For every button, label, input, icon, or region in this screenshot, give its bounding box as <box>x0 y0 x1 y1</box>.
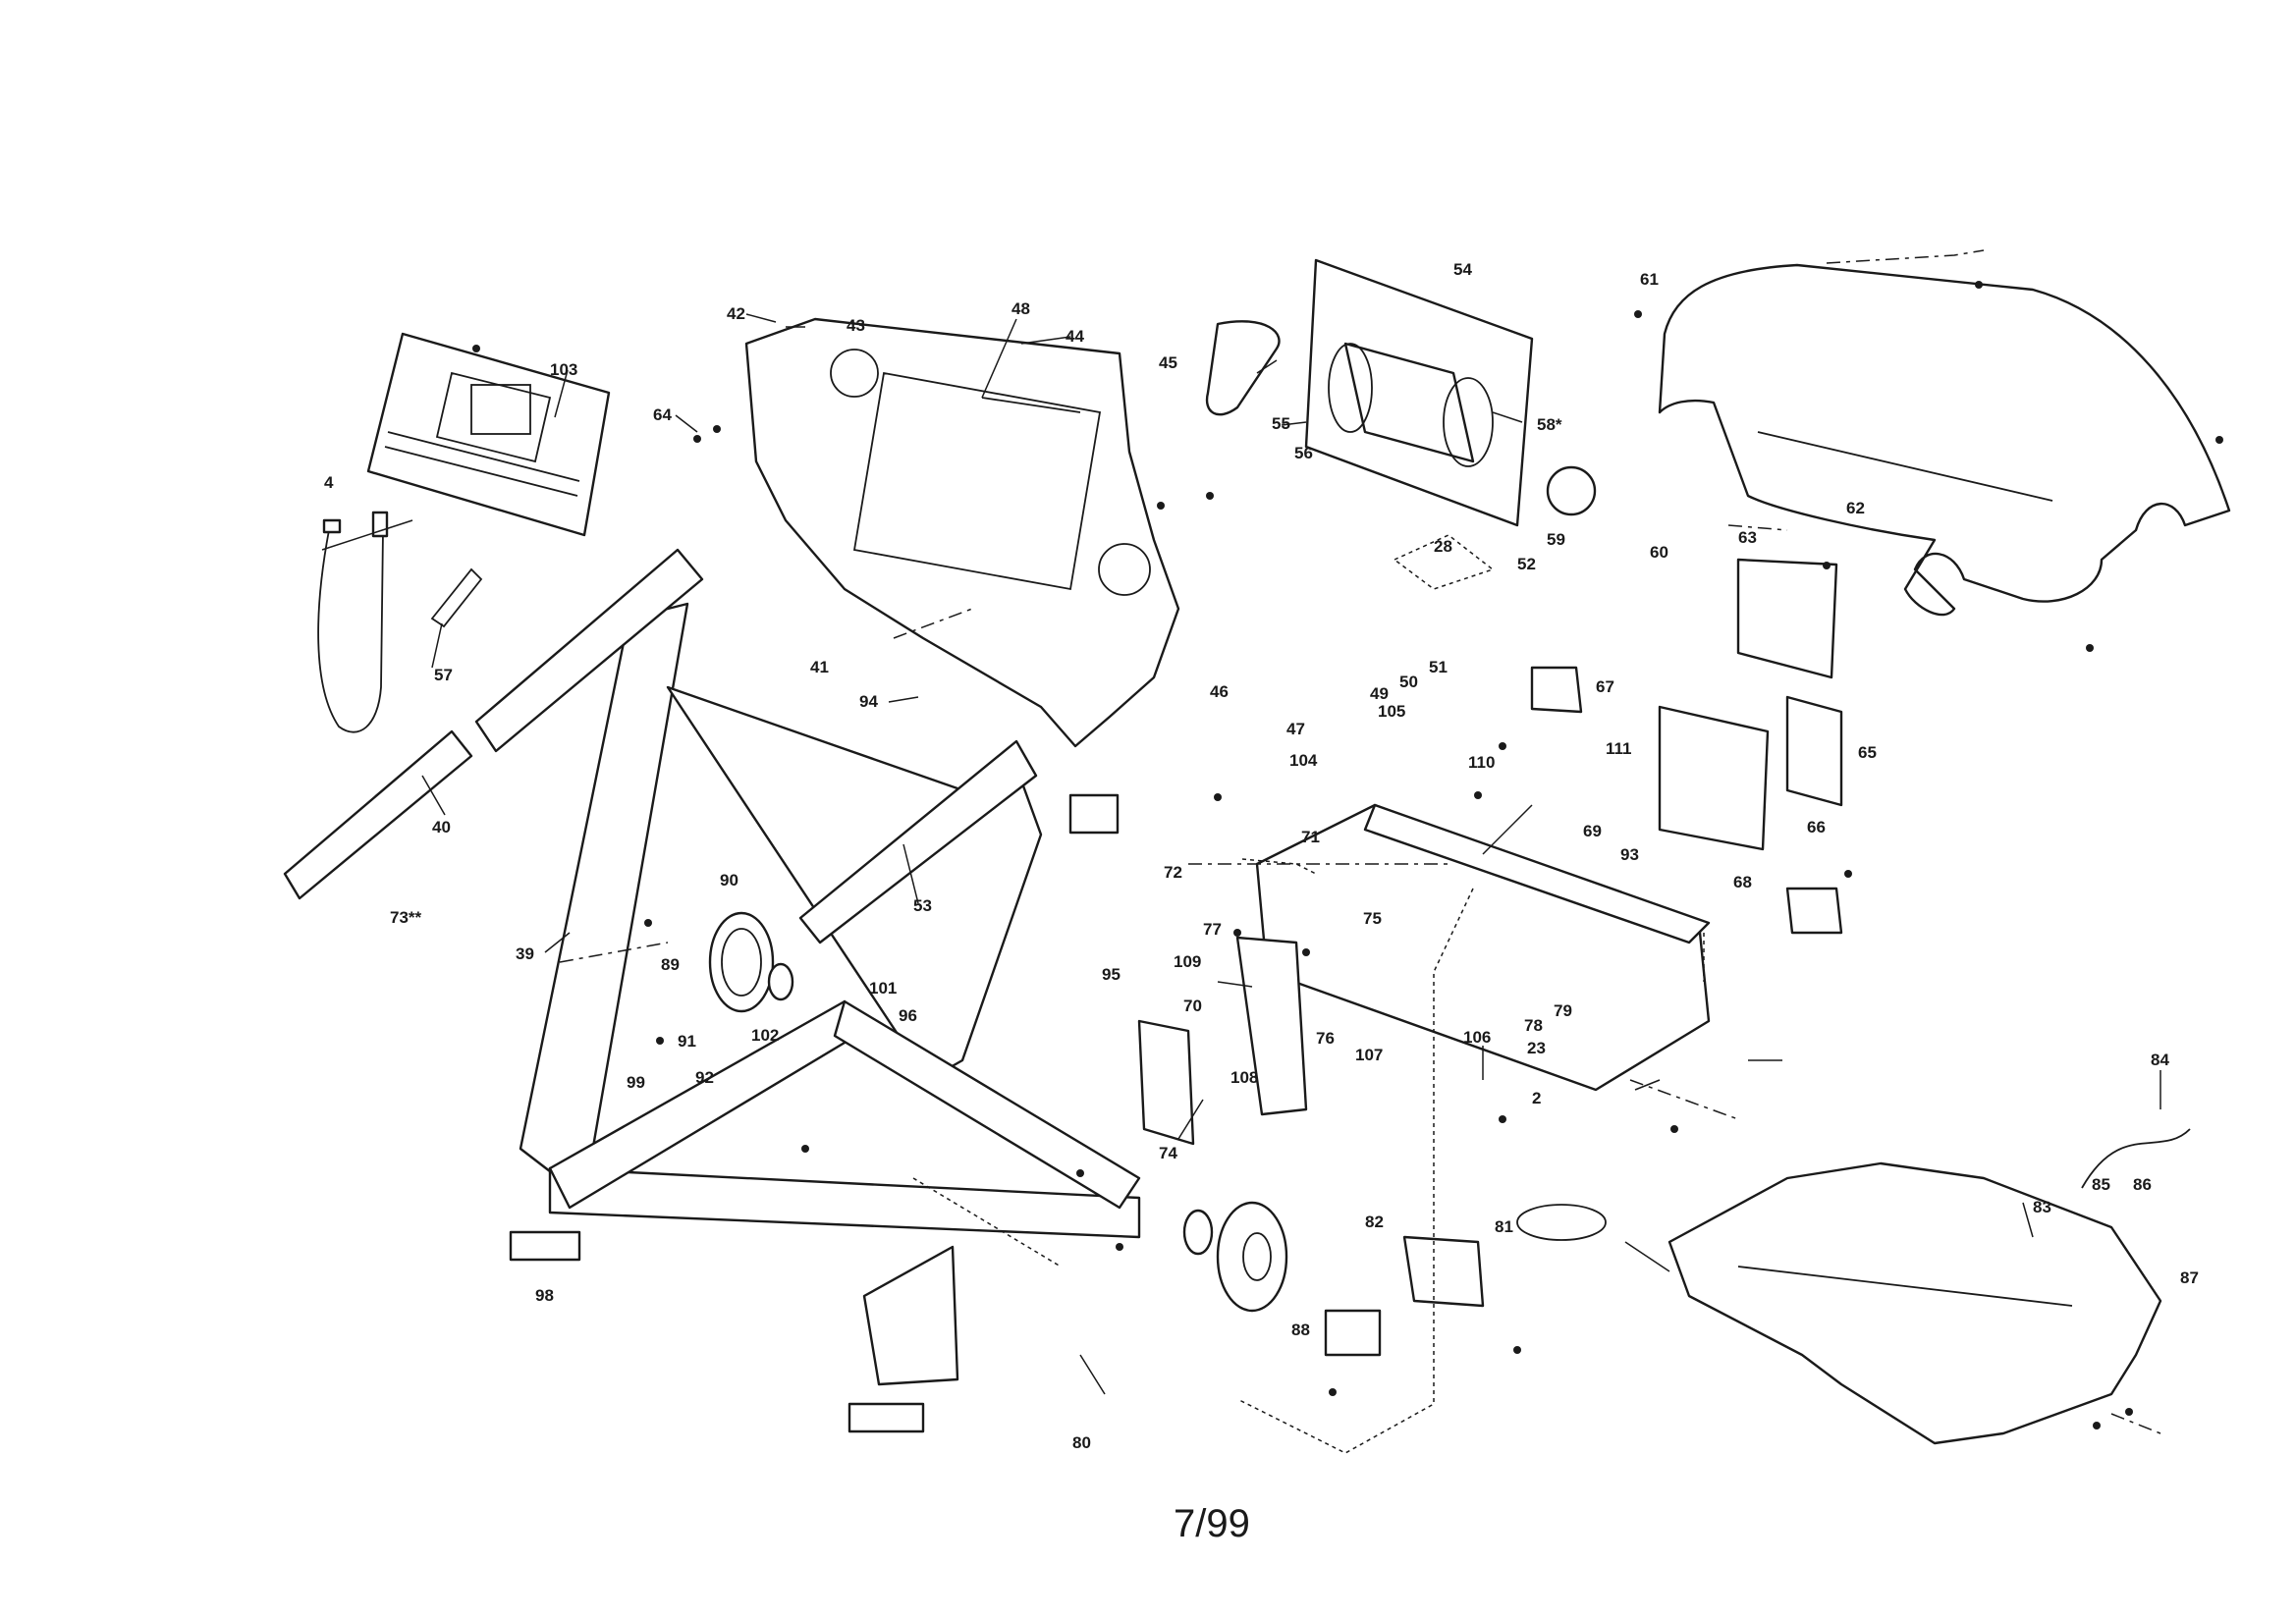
part-label: 46 <box>1210 682 1229 701</box>
part-label: 47 <box>1286 720 1305 738</box>
part-label: 75 <box>1363 909 1382 928</box>
part-label: 54 <box>1453 260 1472 279</box>
wire-harness-part <box>317 511 483 733</box>
part-label: 78 <box>1524 1016 1543 1035</box>
hardware-fasteners <box>472 281 2223 1429</box>
part-label: 102 <box>751 1026 779 1045</box>
console-display-part <box>366 332 611 537</box>
motor-assembly-part <box>1205 258 1597 527</box>
part-number-callouts: 103 4 57 42 43 48 44 64 41 94 46 40 73**… <box>324 260 2199 1545</box>
part-label: 111 <box>1606 739 1632 758</box>
part-label: 58* <box>1537 415 1562 434</box>
part-label: 109 <box>1174 952 1201 971</box>
part-label: 98 <box>535 1286 554 1305</box>
part-label: 76 <box>1316 1029 1335 1048</box>
part-label: 72 <box>1164 863 1182 882</box>
part-label: 56 <box>1294 444 1313 462</box>
part-label: 51 <box>1429 658 1448 676</box>
callout-leaders <box>321 313 2161 1395</box>
part-label: 107 <box>1355 1046 1383 1064</box>
controller-part <box>1068 558 1843 1146</box>
part-label: 48 <box>1011 299 1030 318</box>
part-label: 68 <box>1733 873 1752 891</box>
part-label: 90 <box>720 871 738 890</box>
part-label: 55 <box>1272 414 1290 433</box>
part-label: 28 <box>1434 537 1452 556</box>
base-cover-part <box>1667 1128 2191 1445</box>
part-label: 63 <box>1738 528 1757 547</box>
motor-hood-part <box>1658 263 2231 617</box>
part-label: 88 <box>1291 1321 1310 1339</box>
part-label: 53 <box>913 896 932 915</box>
part-label: 2 <box>1532 1089 1541 1107</box>
upright-frame-part <box>283 548 1043 1200</box>
part-label: 41 <box>810 658 829 676</box>
part-label: 39 <box>516 944 534 963</box>
part-label: 71 <box>1301 828 1320 846</box>
part-label: 91 <box>678 1032 696 1051</box>
electronics-frame-part <box>1235 803 1711 1116</box>
power-entry-part <box>1324 1204 1607 1357</box>
part-label: 66 <box>1807 818 1826 836</box>
part-label: 89 <box>661 955 680 974</box>
part-label: 50 <box>1399 673 1418 691</box>
part-label: 64 <box>653 405 672 424</box>
part-label: 52 <box>1517 555 1536 573</box>
part-label: 74 <box>1159 1144 1177 1162</box>
part-label: 108 <box>1230 1068 1258 1087</box>
part-label: 67 <box>1596 677 1614 696</box>
part-label: 77 <box>1203 920 1222 939</box>
part-label: 40 <box>432 818 451 836</box>
part-label: 94 <box>859 692 878 711</box>
page-footer: 7/99 <box>1174 1502 1250 1545</box>
base-frame-part <box>509 999 1141 1433</box>
part-label: 101 <box>869 979 897 998</box>
part-label: 79 <box>1554 1001 1572 1020</box>
part-label: 86 <box>2133 1175 2152 1194</box>
part-label: 95 <box>1102 965 1121 984</box>
part-label: 103 <box>550 360 577 379</box>
part-label: 82 <box>1365 1213 1384 1231</box>
part-label: 49 <box>1370 684 1389 703</box>
part-label: 4 <box>324 473 334 492</box>
part-label: 110 <box>1468 753 1495 772</box>
part-label: 45 <box>1159 353 1177 372</box>
part-label: 83 <box>2033 1198 2051 1216</box>
part-label: 84 <box>2151 1051 2169 1069</box>
part-label: 73** <box>390 908 422 927</box>
part-label: 60 <box>1650 543 1668 562</box>
part-label: 80 <box>1072 1433 1091 1452</box>
console-housing-part <box>744 317 1180 748</box>
part-label: 93 <box>1620 845 1639 864</box>
part-label: 57 <box>434 666 453 684</box>
part-label: 105 <box>1378 702 1405 721</box>
part-label: 61 <box>1640 270 1659 289</box>
part-label: 65 <box>1858 743 1877 762</box>
part-label: 59 <box>1547 530 1565 549</box>
wheel-part <box>708 911 1288 1313</box>
part-label: 85 <box>2092 1175 2110 1194</box>
part-label: 69 <box>1583 822 1602 840</box>
part-label: 81 <box>1495 1217 1513 1236</box>
part-label: 106 <box>1463 1028 1491 1047</box>
part-label: 96 <box>899 1006 917 1025</box>
part-label: 92 <box>695 1068 714 1087</box>
part-label: 43 <box>847 316 865 335</box>
assembly-leader-lines <box>559 249 2161 1454</box>
part-label: 42 <box>727 304 745 323</box>
part-label: 23 <box>1527 1039 1546 1057</box>
part-label: 62 <box>1846 499 1865 517</box>
part-label: 70 <box>1183 997 1202 1015</box>
part-label: 44 <box>1066 327 1084 346</box>
part-label: 99 <box>627 1073 645 1092</box>
part-label: 104 <box>1289 751 1318 770</box>
part-label: 87 <box>2180 1268 2199 1287</box>
